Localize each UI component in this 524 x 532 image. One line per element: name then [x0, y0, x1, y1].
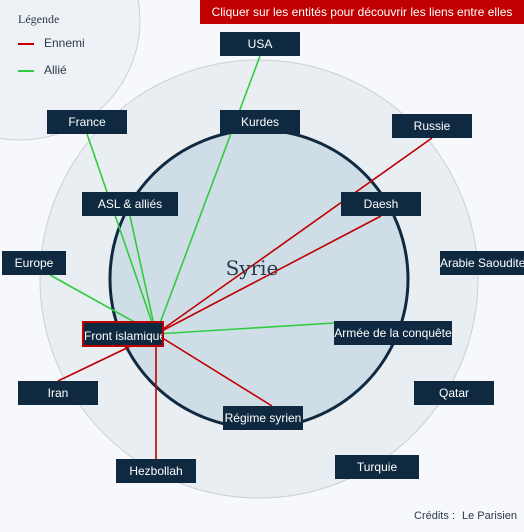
legend-item-ennemi: Ennemi: [18, 36, 85, 50]
entity-russie[interactable]: Russie: [392, 114, 472, 138]
credits-value: Le Parisien: [462, 510, 518, 522]
link-daesh-ennemi: [155, 215, 382, 335]
link-usa-allie: [155, 55, 261, 335]
credits-label: Crédits :: [414, 510, 455, 522]
legend-arc: [0, 0, 141, 141]
entity-turquie[interactable]: Turquie: [335, 455, 419, 479]
link-armee-de-la-conquete-allie: [155, 322, 335, 335]
entity-hezbollah[interactable]: Hezbollah: [116, 459, 196, 483]
legend-label-allie: Allié: [44, 63, 67, 77]
link-france-allie: [86, 133, 157, 335]
entity-front-islamique[interactable]: Front islamique: [82, 321, 164, 347]
entity-iran[interactable]: Iran: [18, 381, 98, 405]
entity-kurdes[interactable]: Kurdes: [220, 110, 300, 134]
center-label: Syrie: [225, 256, 279, 280]
entity-arabie-saoudite[interactable]: Arabie Saoudite: [440, 251, 524, 275]
legend-label-ennemi: Ennemi: [44, 36, 85, 50]
entity-armee-de-la-conquete[interactable]: Armée de la conquête: [334, 321, 452, 345]
link-regime-syrien-ennemi: [155, 333, 273, 407]
link-asl-and-allies-allie: [129, 215, 157, 335]
green-line-icon: [18, 69, 34, 72]
entity-daesh[interactable]: Daesh: [341, 192, 421, 216]
entity-regime-syrien[interactable]: Régime syrien: [223, 406, 303, 430]
instruction-banner: Cliquer sur les entités pour découvrir l…: [200, 0, 524, 24]
entity-france[interactable]: France: [47, 110, 127, 134]
entity-usa[interactable]: USA: [220, 32, 300, 56]
legend-title: Légende: [18, 12, 60, 26]
entity-asl-and-allies[interactable]: ASL & alliés: [82, 192, 178, 216]
entity-qatar[interactable]: Qatar: [414, 381, 494, 405]
legend-item-allie: Allié: [18, 63, 67, 77]
entity-europe[interactable]: Europe: [2, 251, 66, 275]
link-russie-ennemi: [155, 137, 433, 335]
red-line-icon: [18, 42, 34, 45]
